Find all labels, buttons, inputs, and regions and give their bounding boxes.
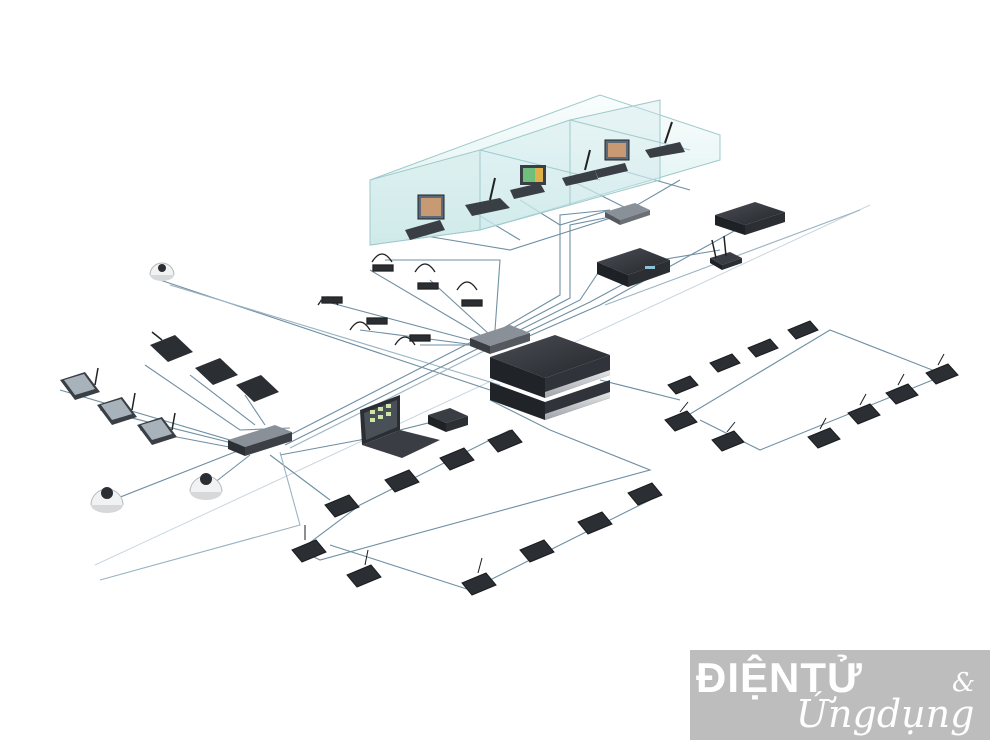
headphone-receivers xyxy=(317,253,483,346)
watermark-line1: ĐIỆNTỬ xyxy=(696,654,863,701)
network-switch-icon xyxy=(470,325,530,354)
interpreter-desk-icon xyxy=(562,149,598,186)
conference-unit-icon xyxy=(346,549,382,588)
conference-unit-icon xyxy=(627,482,663,506)
delegate-unit-icon xyxy=(236,375,279,402)
wireless-access-point-icon xyxy=(710,235,742,270)
network-switch-icon xyxy=(605,203,650,225)
interpreter-booths xyxy=(369,94,721,246)
touchscreen-console-icon xyxy=(97,392,137,425)
headphone-receiver-icon xyxy=(371,253,394,272)
media-server-icon xyxy=(715,202,785,235)
delegate-microphone-icon xyxy=(885,373,919,405)
conference-unit-icon xyxy=(487,429,523,453)
delegate-unit-icon xyxy=(150,331,193,362)
headphone-receiver-icon xyxy=(414,263,439,290)
touchscreen-console-icon xyxy=(137,412,177,445)
conference-unit-icon xyxy=(324,494,360,518)
conference-unit-icon xyxy=(461,557,497,596)
watermark-logo: ĐIỆNTỬ & Ứngdụng xyxy=(690,650,990,740)
mini-pc-icon xyxy=(428,408,468,432)
conference-unit-icon xyxy=(384,469,420,493)
headphone-receiver-icon xyxy=(349,317,388,331)
watermark-line2: Ứngdụng xyxy=(796,692,975,736)
headphone-receiver-icon xyxy=(317,296,343,306)
network-switch-icon xyxy=(228,425,292,456)
watermark-ampersand: & xyxy=(952,668,976,698)
interpreter-desk-icon xyxy=(645,121,685,158)
audio-processor-icon xyxy=(597,248,670,287)
delegate-microphone-icon xyxy=(787,320,819,340)
delegate-microphone-icon xyxy=(709,353,741,373)
delegate-microphone-icon xyxy=(925,353,959,385)
interpreter-desk-icon xyxy=(405,194,445,240)
dome-camera-icon xyxy=(149,262,175,281)
interpreter-desk-icon xyxy=(595,139,630,178)
delegate-unit-icon xyxy=(195,358,238,385)
headphone-receiver-icon xyxy=(456,281,483,307)
conference-units-bottom xyxy=(291,429,663,596)
dome-camera-icon xyxy=(189,473,223,500)
conference-unit-icon xyxy=(577,511,613,535)
delegate-microphone-icon xyxy=(847,393,881,425)
conference-unit-icon xyxy=(519,539,555,563)
conference-unit-icon xyxy=(291,525,327,563)
delegate-microphone-icon xyxy=(664,401,698,432)
delegate-microphone-icon xyxy=(667,375,699,395)
central-control-unit-icon xyxy=(490,335,610,420)
touchscreen-console-icon xyxy=(60,367,100,400)
headphone-receiver-icon xyxy=(394,334,431,346)
delegate-microphone-icon xyxy=(807,417,841,449)
delegate-microphone-icon xyxy=(747,338,779,358)
interpreter-desk-icon xyxy=(465,177,510,216)
dome-camera-icon xyxy=(90,487,124,513)
touchscreen-consoles xyxy=(60,367,177,445)
conference-unit-icon xyxy=(439,447,475,471)
delegate-microphone-icon xyxy=(711,421,745,452)
laptop-icon xyxy=(360,395,440,458)
interpreter-desk-icon xyxy=(510,165,546,199)
conference-units-right xyxy=(664,320,959,452)
